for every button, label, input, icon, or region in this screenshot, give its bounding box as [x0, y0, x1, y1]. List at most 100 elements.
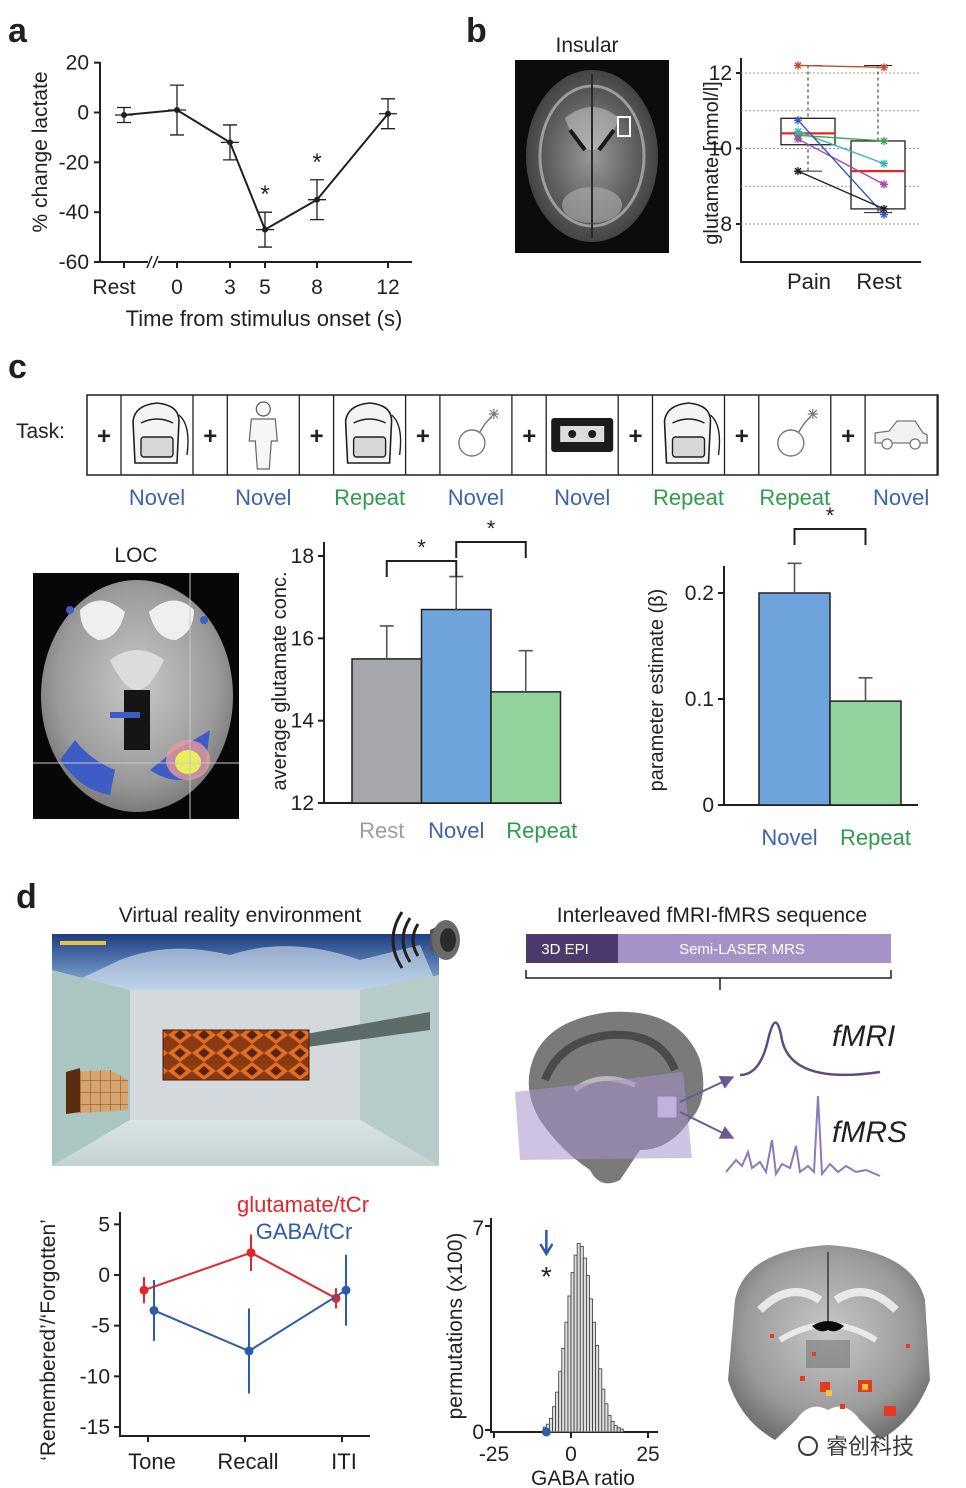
- panel-b-subject-point: [794, 116, 802, 125]
- panel-d-perm-bin: [595, 1345, 600, 1433]
- bomb-spark: [807, 409, 818, 419]
- panel-d-ratio-ytick-label: 5: [98, 1213, 110, 1236]
- panel-d-ratio-series-line: [143, 1251, 337, 1300]
- panel-c-beta-ytick-label: 0.2: [685, 582, 714, 605]
- trial-label: Repeat: [759, 485, 830, 510]
- panel-d-perm-bin: [555, 1391, 560, 1433]
- panel-c-glu-significance-bracket: [385, 560, 458, 577]
- seq-epi-block: [526, 934, 618, 963]
- panel-d-ratio-point: [149, 1305, 159, 1315]
- panel-c-glu-bar: [490, 691, 562, 804]
- panel-d-perm-xtick-label: -25: [479, 1443, 509, 1466]
- panel-b-paired-line: [797, 138, 885, 185]
- panel-a-xtick-label: 5: [259, 276, 271, 299]
- panel-c-glu-errorbar: [449, 575, 464, 610]
- sequence-diagram: Interleaved fMRI-fMRS sequence 3D EPI Se…: [525, 904, 892, 990]
- voxel-box: [656, 1095, 678, 1119]
- fixation-cross: +: [310, 423, 324, 450]
- panel-b-subject-point: [880, 159, 888, 168]
- panel-a-point: [385, 110, 391, 117]
- panel-c-beta-significance-star: *: [826, 503, 835, 528]
- panel-c-glu-ylabel: average glutamate conc.: [269, 571, 291, 790]
- panel-a-significance: *: [260, 181, 269, 208]
- panel-a-ytick-label: -60: [59, 251, 89, 274]
- panel-a-point: [262, 226, 268, 233]
- panel-a-axis-break: [146, 255, 159, 269]
- car-body: [874, 420, 928, 444]
- panel-d-perm-ytick-label: 7: [472, 1217, 484, 1240]
- panel-a-ytick-label: -20: [59, 151, 89, 174]
- bomb-ball: [777, 429, 805, 457]
- panel-d-perm-xtick-label: 25: [636, 1443, 659, 1466]
- panel-d-perm-xlabel: GABA ratio: [531, 1467, 635, 1488]
- panel-d-ratio-legend-entry: GABA/tCr: [256, 1219, 353, 1244]
- panel-b-subject-point: [794, 127, 802, 136]
- loc-title: LOC: [114, 544, 157, 567]
- panel-c-glu-ytick-label: 16: [291, 627, 314, 650]
- panel-a-xlabel: Time from stimulus onset (s): [126, 306, 403, 331]
- panel-c-glu-errorbar: [379, 625, 394, 659]
- panel-b-ytick-label: 10: [709, 138, 732, 161]
- panel-d-perm-bin: [567, 1295, 572, 1433]
- panel-label-a: a: [8, 12, 28, 50]
- panel-b-subject-point: [794, 61, 802, 70]
- speaker-icon: [391, 911, 460, 969]
- panel-b-subject-point: [880, 63, 888, 72]
- cassette-reel: [568, 430, 577, 438]
- panel-b-paired-line: [797, 170, 885, 210]
- fixation-cross: +: [522, 423, 536, 450]
- panel-c-beta-bar: [829, 700, 902, 806]
- trial-label: Novel: [554, 485, 610, 510]
- panel-b-box: [850, 140, 906, 210]
- panel-d-ratio-point: [139, 1285, 149, 1295]
- fixation-cross: +: [97, 423, 111, 450]
- panel-b-subject-point: [880, 204, 888, 213]
- panel-a-point: [121, 111, 127, 118]
- panel-c-glu-bar: [351, 658, 423, 804]
- seq-mrs-label: Semi-LASER MRS: [679, 941, 805, 958]
- fixation-cross: +: [203, 423, 217, 450]
- car-icon: [874, 420, 928, 450]
- backpack-pocket: [352, 436, 387, 458]
- panel-d-ratio-ytick-label: 0: [98, 1264, 110, 1287]
- wechat-icon: [798, 1436, 818, 1456]
- panel-c-glu-category-label: Novel: [428, 818, 484, 843]
- trial-label: Repeat: [653, 485, 724, 510]
- panel-d-perm-bin: [604, 1403, 609, 1433]
- vr-title: Virtual reality environment: [119, 904, 362, 927]
- panel-d-ratio-legend-entry: glutamate/tCr: [237, 1192, 369, 1217]
- vr-environment-image: Virtual reality environment: [52, 904, 439, 1166]
- panel-d-perm-bin: [607, 1415, 612, 1433]
- trial-label: Novel: [873, 485, 929, 510]
- coronal-brain-image: [724, 1244, 932, 1460]
- panel-d-ratio-point: [246, 1248, 256, 1258]
- panel-d-perm-bin: [579, 1246, 584, 1433]
- seq-title: Interleaved fMRI-fMRS sequence: [557, 904, 867, 927]
- panel-d-perm-bin: [561, 1348, 566, 1433]
- panel-b-subject-point: [880, 180, 888, 189]
- panel-d-perm-bin: [613, 1425, 618, 1433]
- fmrs-slab: [515, 1072, 692, 1160]
- panel-d-perm-ylabel: permutations (x100): [444, 1233, 467, 1420]
- panel-c-glu-significance-star: *: [417, 535, 426, 560]
- panel-c-beta-ytick-label: 0: [702, 794, 714, 817]
- panel-d-ratio-ytick-label: -10: [80, 1365, 110, 1388]
- panel-a-xtick-label: 3: [224, 276, 236, 299]
- person-head: [255, 401, 271, 417]
- activation-blob: [820, 1382, 830, 1392]
- panel-d-perm-observed-point: [541, 1427, 551, 1437]
- panel-b-mri: Insular: [515, 34, 669, 253]
- panel-c-glu-errorbar: [518, 649, 533, 692]
- person-body: [248, 418, 278, 470]
- insular-title: Insular: [555, 34, 618, 57]
- panel-c-glu-category-label: Repeat: [506, 818, 577, 843]
- panel-c-glu-bar: [420, 608, 492, 804]
- panel-d-ratio-point: [341, 1285, 351, 1295]
- fmrs-label: fMRS: [832, 1116, 907, 1149]
- backpack-strap: [672, 414, 721, 456]
- backpack-icon: [132, 402, 189, 464]
- panel-d-perm-bin: [576, 1243, 581, 1433]
